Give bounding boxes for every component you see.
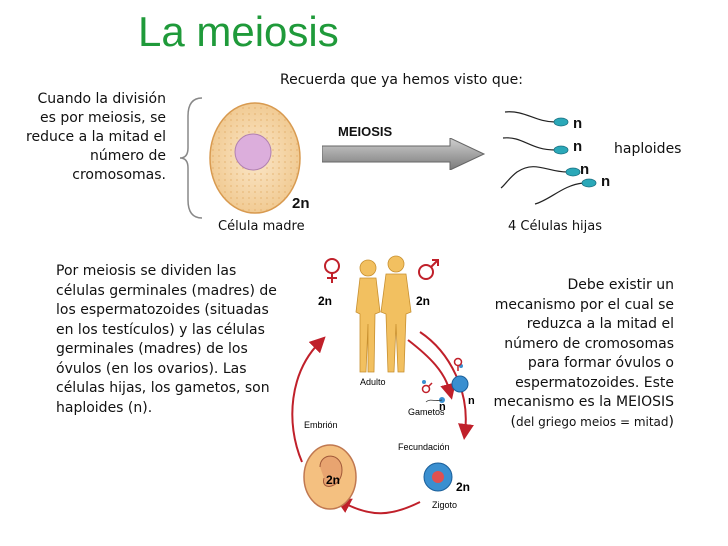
recuerda-text: Recuerda que ya hemos visto que: [280, 72, 523, 88]
zigoto-label: Zigoto [432, 500, 457, 510]
mechanism-note-end: ) [668, 413, 674, 430]
cell-label: Célula madre [218, 219, 305, 234]
daughter-cells-label: 4 Células hijas [508, 219, 603, 234]
life-cycle-diagram: 2n 2n Adulto Gametos n n Fecundación Emb… [291, 255, 475, 515]
female-symbol [324, 258, 340, 283]
haploid-label: haploides [614, 141, 682, 157]
zygote-ploidy: 2n [456, 480, 470, 494]
cycle-arrow-right [419, 331, 474, 440]
arrow-label: MEIOSIS [338, 124, 393, 139]
daughter-ploidy-2: n [573, 138, 583, 155]
mechanism-note-main: Debe existir un mecanismo por el cual se… [493, 277, 675, 430]
daughter-ploidy-1: n [573, 115, 583, 132]
meiosis-arrow [322, 138, 486, 170]
cycle-arrow-right-inner [407, 339, 456, 400]
male-symbol [418, 259, 439, 280]
explanation-text: Por meiosis se dividen las células germi… [56, 263, 277, 416]
daughter-ploidy-3: n [580, 161, 590, 178]
adult-left-ploidy: 2n [318, 294, 332, 308]
gamete-ploidy-2: n [468, 395, 475, 407]
gamete-ploidy-1: n [439, 401, 446, 413]
cycle-arrow-bottom [334, 498, 421, 515]
mother-cell [209, 102, 301, 214]
embryo-icon [303, 444, 357, 510]
gametos-label: Gametos [408, 407, 445, 417]
cell-ploidy-label: 2n [292, 195, 310, 212]
sperm-head-2 [553, 145, 569, 155]
mechanism-note: Debe existir un mecanismo por el cual se… [484, 276, 675, 432]
brace-shape [179, 97, 203, 219]
sperm-head-1 [553, 117, 569, 127]
adult-male [380, 255, 412, 373]
adult-female [355, 259, 381, 373]
adult-right-ploidy: 2n [416, 294, 430, 308]
cycle-arrow-left [291, 336, 326, 463]
gametes-icon [421, 357, 469, 403]
sperm-head-4 [581, 178, 597, 188]
left-note: Cuando la división es por meiosis, se re… [26, 91, 166, 183]
mechanism-note-etymology: del griego meios = mitad [515, 414, 669, 429]
daughter-ploidy-4: n [601, 173, 611, 190]
adulto-label: Adulto [360, 377, 386, 387]
sperm-head-3 [565, 167, 581, 177]
page-title: La meiosis [138, 8, 339, 55]
embrion-label: Embrión [304, 420, 338, 430]
zygote-icon [423, 462, 453, 492]
cell-nucleus [234, 133, 272, 171]
fecundacion-label: Fecundación [398, 442, 450, 452]
sperm-cells [500, 111, 597, 205]
embryo-ploidy: 2n [326, 473, 340, 487]
